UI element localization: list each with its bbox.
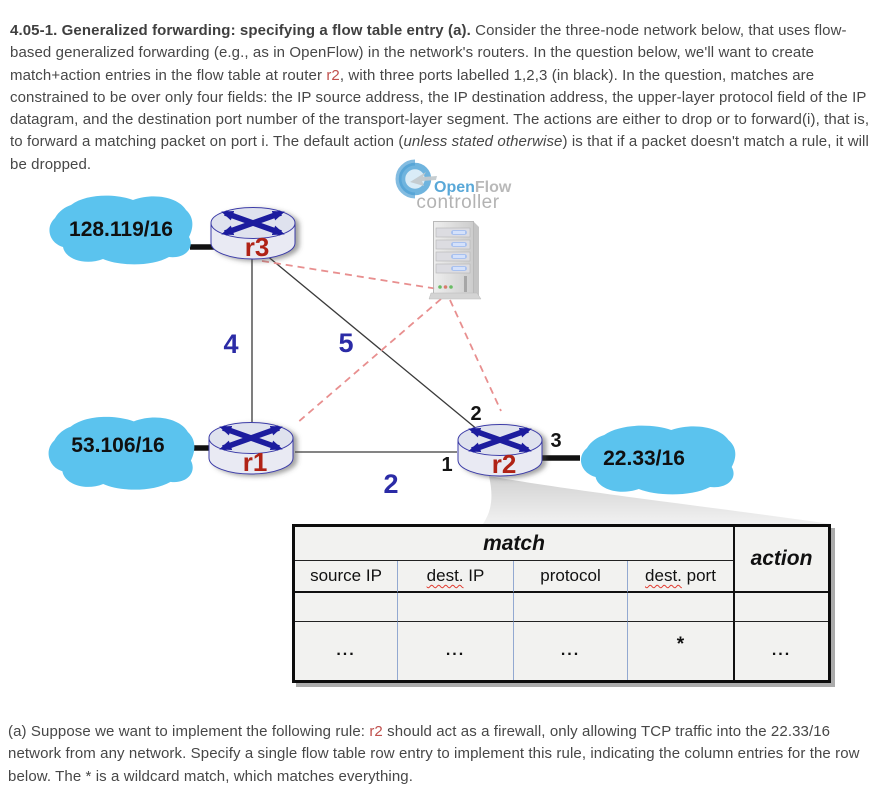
value-dest-port-wildcard: * [627,622,733,680]
router-label-r1: r1 [243,447,268,477]
empty-cell [627,593,733,622]
question-a: (a) Suppose we want to implement the fol… [8,723,860,785]
value-action: ... [733,622,828,680]
router-r2: r2 [457,424,543,479]
router-label-r2: r2 [492,449,517,479]
openflow-logo: OpenFlow controller [395,159,512,213]
logo-arrow-icon [410,172,437,186]
server-icon [428,221,482,300]
col-source-ip: source IP [295,561,397,593]
empty-cell [397,593,513,622]
flow-table: match action source IP dest. IP protocol… [292,524,831,683]
router-r1: r1 [208,422,294,477]
port-label-2: 2 [470,403,481,425]
network-label-128: 128.119/16 [69,218,173,241]
router-r3: r3 [210,207,296,262]
link-label-2: 2 [383,469,398,499]
port-label-1: 1 [441,454,452,476]
controller-caption: controller [416,192,499,213]
problem-title: 4.05-1. Generalized forwarding: specifyi… [10,22,471,39]
dashed-controller-r2 [449,299,502,412]
callout-funnel [483,476,831,524]
problem-statement: 4.05-1. Generalized forwarding: specifyi… [10,22,870,173]
cloud-53: 53.106/16 [48,416,195,490]
router-label-r3: r3 [245,232,270,262]
dashed-controller-r1 [296,298,442,424]
col-dest-port: dest. port [627,561,733,593]
cloud-22: 22.33/16 [580,425,736,495]
col-dest-ip: dest. IP [397,561,513,593]
port-label-3: 3 [550,430,561,452]
brand-flow: Flow [475,179,512,196]
empty-cell [295,593,397,622]
network-label-53: 53.106/16 [71,434,164,457]
link-label-4: 4 [223,329,238,359]
svg-text:OpenFlow: OpenFlow [434,179,512,196]
value-protocol: ... [513,622,627,680]
router-r2-ref: r2 [326,66,340,84]
link-label-5: 5 [338,328,353,358]
cloud-128: 128.119/16 [49,195,193,265]
action-header: action [733,527,828,593]
controller-dashed-links [261,260,502,424]
network-label-22: 22.33/16 [603,447,685,470]
col-protocol: protocol [513,561,627,593]
empty-cell [733,593,828,622]
value-dest-ip: ... [397,622,513,680]
empty-cell [513,593,627,622]
link-r3-r2 [265,254,479,431]
match-header: match [295,527,733,561]
router-r2-ref: r2 [369,723,383,740]
brand-open: Open [434,179,475,196]
dashed-r3-controller [261,260,439,290]
value-source-ip: ... [336,642,356,659]
network-links [251,253,479,453]
